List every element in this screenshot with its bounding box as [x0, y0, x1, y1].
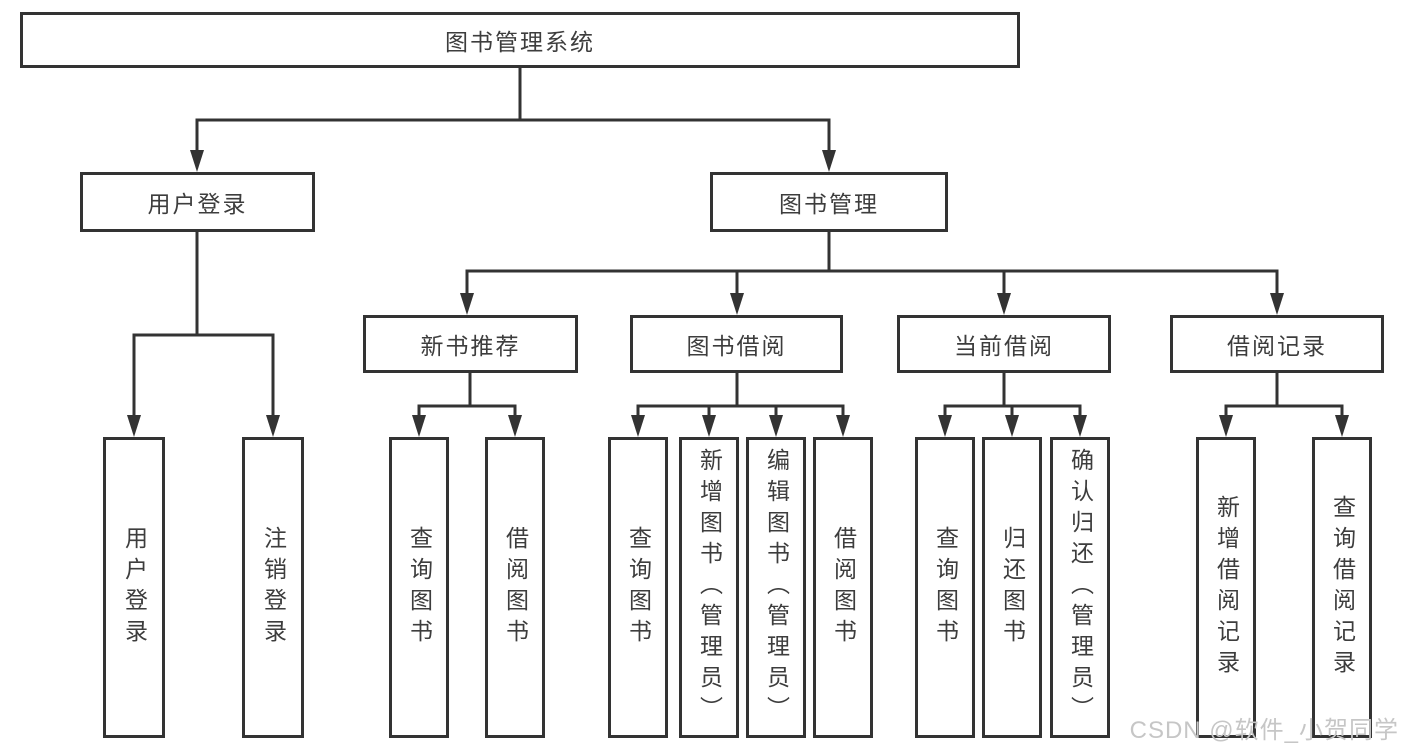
leaf-borrow-books-borrowing: 借阅图书	[813, 437, 873, 738]
node-new-book-recommendation: 新书推荐	[363, 315, 578, 373]
leaf-logout: 注销登录	[242, 437, 304, 738]
node-library-management-system: 图书管理系统	[20, 12, 1020, 68]
leaf-add-books-admin: 新增图书（管理员）	[679, 437, 739, 738]
leaf-query-books-borrowing: 查询图书	[608, 437, 668, 738]
node-book-borrowing: 图书借阅	[630, 315, 843, 373]
leaf-query-borrow-record: 查询借阅记录	[1312, 437, 1372, 738]
leaf-query-books-current: 查询图书	[915, 437, 975, 738]
node-user-login: 用户登录	[80, 172, 315, 232]
leaf-return-books: 归还图书	[982, 437, 1042, 738]
watermark: CSDN @软件_小贺同学	[1129, 717, 1399, 744]
leaf-edit-books-admin: 编辑图书（管理员）	[746, 437, 806, 738]
leaf-confirm-return-admin: 确认归还（管理员）	[1050, 437, 1110, 738]
leaf-borrow-books-recommend: 借阅图书	[485, 437, 545, 738]
node-borrowing-records: 借阅记录	[1170, 315, 1384, 373]
node-current-borrowing: 当前借阅	[897, 315, 1111, 373]
leaf-add-borrow-record: 新增借阅记录	[1196, 437, 1256, 738]
leaf-user-login: 用户登录	[103, 437, 165, 738]
arrowhead-icons	[127, 150, 1349, 437]
leaf-query-books-recommend: 查询图书	[389, 437, 449, 738]
node-book-management: 图书管理	[710, 172, 948, 232]
